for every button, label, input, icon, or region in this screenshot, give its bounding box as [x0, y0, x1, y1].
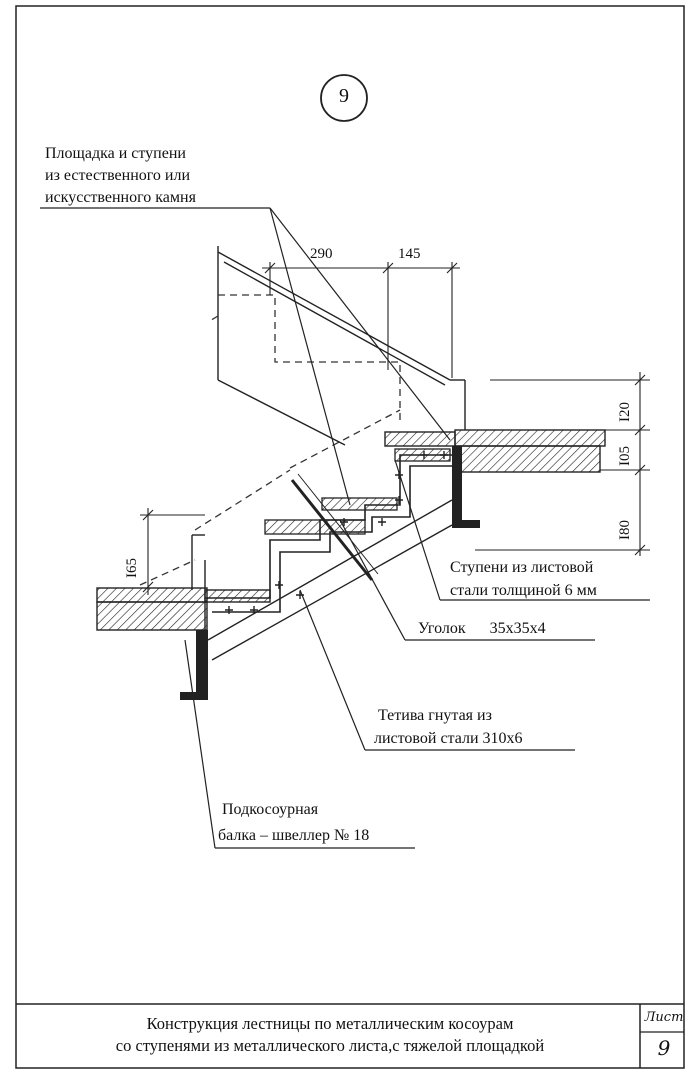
dimension-lines: [140, 262, 650, 595]
dim-180: I80: [617, 520, 633, 540]
dim-120: I20: [617, 402, 633, 422]
label-beam-line2: балка – швеллер № 18: [218, 827, 370, 844]
angle-marks: [225, 451, 448, 614]
label-landing-line1: Площадка и ступени: [45, 145, 186, 162]
bottom-landing: [96, 587, 271, 631]
title-line1: Конструкция лестницы по металлическим ко…: [146, 1014, 514, 1033]
title-block-text: Конструкция лестницы по металлическим ко…: [30, 1013, 630, 1057]
section-cut: [290, 479, 374, 581]
label-beam-line1: Подкосоурная: [222, 801, 319, 818]
sheet-border: [15, 5, 685, 1069]
label-steps-line2: стали толщиной 6 мм: [450, 582, 597, 599]
leader-lines: [40, 207, 650, 849]
label-landing-line2: из естественного или: [45, 167, 191, 184]
tread-1: [264, 519, 366, 535]
dim-105: I05: [617, 446, 633, 466]
dim-165: I65: [124, 558, 140, 578]
dim-145: 145: [398, 246, 421, 262]
hidden-lines: [139, 294, 401, 586]
upper-flight: [217, 246, 466, 446]
bottom-channel: [180, 630, 208, 700]
label-landing-line3: искусственного камня: [45, 189, 196, 206]
detail-number: 9: [339, 85, 349, 107]
top-channel: [452, 446, 480, 528]
sheet-number: 9: [657, 1036, 671, 1060]
label-steps-line1: Ступени из листовой: [450, 559, 594, 576]
label-stringer-line1: Тетива гнутая из: [378, 707, 492, 724]
label-stringer-line2: листовой стали 310х6: [374, 730, 523, 747]
title-line2: со ступенями из металлического листа,с т…: [115, 1036, 545, 1055]
sheet-label: Лист: [644, 1010, 684, 1025]
tread-2: [321, 497, 398, 511]
detail-circle: [320, 74, 368, 122]
label-angle: Уголок 35х35х4: [418, 620, 546, 637]
dim-290: 290: [310, 246, 333, 262]
top-landing: [384, 429, 606, 473]
